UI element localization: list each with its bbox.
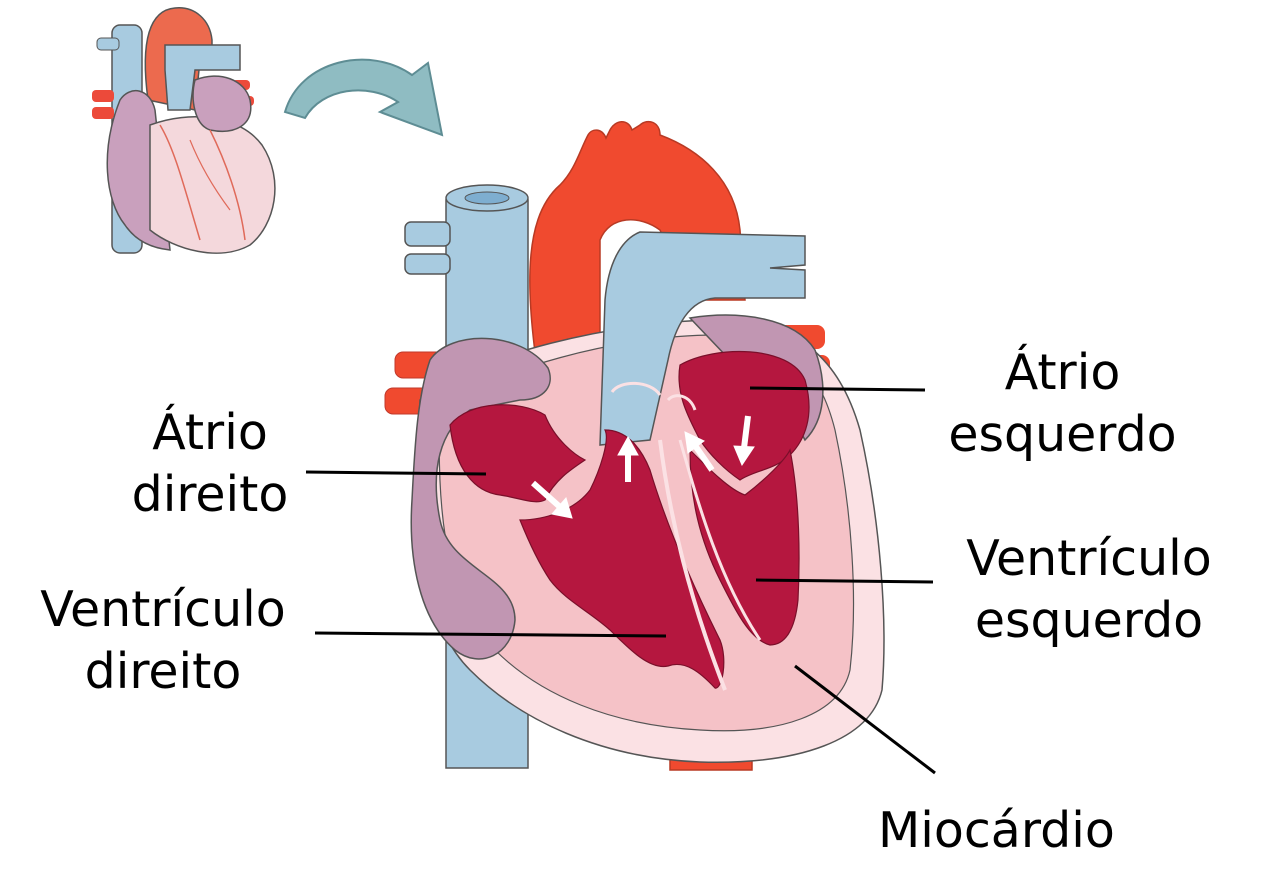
right-atrium-chamber	[449, 404, 587, 503]
label-ventriculo-direito: Ventrículo direito	[28, 579, 298, 703]
right-atrium-wall	[410, 337, 551, 660]
label-line: direito	[84, 643, 242, 700]
leader-lines	[305, 386, 936, 775]
aortic-valve	[666, 394, 697, 411]
label-line: Átrio	[152, 404, 268, 461]
label-line: Ventrículo	[966, 530, 1212, 587]
blood-flow-arrows	[531, 415, 755, 519]
septum	[658, 439, 727, 691]
leader-atrio-esquerdo	[749, 386, 926, 392]
label-line: Átrio	[1004, 344, 1121, 401]
superior-vena-cava	[404, 184, 529, 361]
label-line: esquerdo	[948, 406, 1177, 463]
label-miocardio: Miocárdio	[878, 800, 1115, 862]
pulmonary-valve	[610, 381, 662, 396]
leader-atrio-direito	[305, 470, 487, 476]
label-atrio-direito: Átrio direito	[120, 402, 300, 526]
arrow-icon	[531, 480, 573, 519]
label-line: esquerdo	[974, 592, 1204, 649]
leader-ventriculo-direito	[314, 631, 667, 638]
leader-miocardio	[794, 664, 936, 775]
label-line: direito	[131, 466, 289, 523]
curved-arrow-icon	[283, 58, 444, 137]
left-ventricle-chamber	[689, 448, 800, 646]
leader-ventriculo-esquerdo	[755, 578, 934, 584]
arrow-icon	[684, 431, 715, 472]
thumbnail-heart	[92, 7, 276, 254]
main-heart	[384, 120, 885, 771]
label-ventriculo-esquerdo: Ventrículo esquerdo	[955, 528, 1223, 652]
label-line: Miocárdio	[878, 802, 1115, 859]
arrow-icon	[733, 415, 755, 467]
arrow-icon	[617, 435, 639, 482]
label-line: Ventrículo	[40, 581, 286, 638]
right-ventricle-chamber	[519, 429, 725, 689]
pulmonary-artery	[599, 231, 806, 446]
label-atrio-esquerdo: Átrio esquerdo	[940, 342, 1185, 466]
